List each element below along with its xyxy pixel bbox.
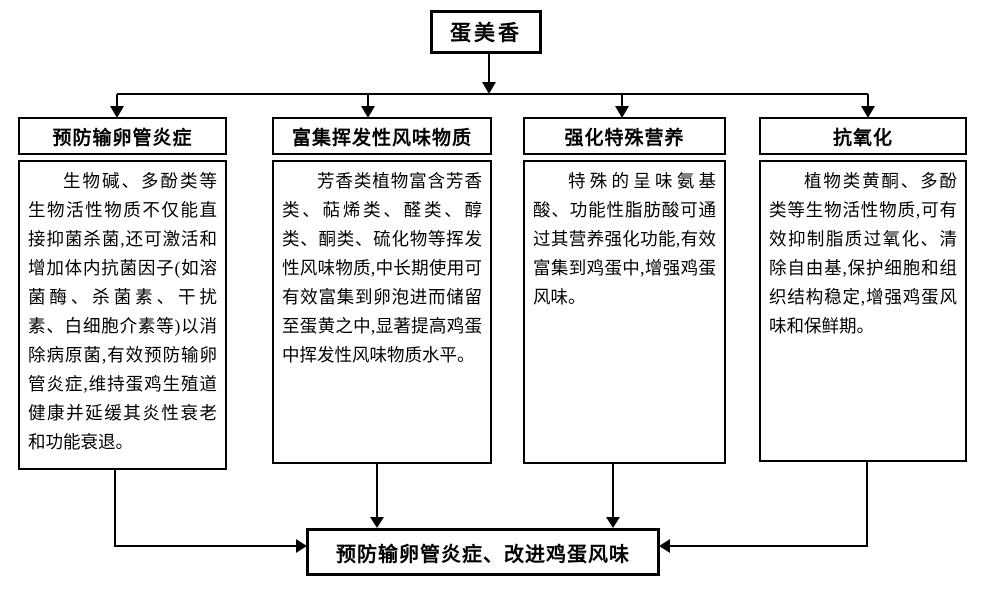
root-node-title: 蛋美香: [430, 10, 542, 54]
branch-1-to-result: [114, 470, 297, 547]
branch-1-header: 预防输卵管炎症: [18, 117, 227, 155]
result-node-title: 预防输卵管炎症、改进鸡蛋风味: [306, 528, 660, 576]
branch-1-body-text: 生物碱、多酚类等生物活性物质不仅能直接抑菌杀菌,还可激活和增加体内抗菌因子(如溶…: [28, 171, 217, 452]
arrowhead-branch-2: [361, 106, 375, 118]
arrowhead-branch-1: [110, 106, 124, 118]
arrowhead-result-right: [659, 539, 670, 553]
arrowhead-result-left: [296, 539, 307, 553]
arrowhead-branch-4: [861, 106, 875, 118]
branch-4-to-result: [669, 462, 868, 547]
branch-1-body: 生物碱、多酚类等生物活性物质不仅能直接抑菌杀菌,还可激活和增加体内抗菌因子(如溶…: [18, 160, 227, 470]
branch-2-header: 富集挥发性风味物质: [272, 117, 492, 155]
branch-3-body-text: 特殊的呈味氨基酸、功能性脂肪酸可通过其营养强化功能,有效富集到鸡蛋中,增强鸡蛋风…: [533, 171, 716, 307]
arrowhead-root: [482, 82, 496, 94]
branch-2-body: 芳香类植物富含芳香类、萜烯类、醛类、醇类、酮类、硫化物等挥发性风味物质,中长期使…: [272, 160, 492, 464]
branch-3-body: 特殊的呈味氨基酸、功能性脂肪酸可通过其营养强化功能,有效富集到鸡蛋中,增强鸡蛋风…: [523, 160, 726, 464]
branch-4-body: 植物类黄酮、多酚类等生物活性物质,可有效抑制脂质过氧化、清除自由基,保护细胞和组…: [759, 160, 967, 462]
branch-3-header: 强化特殊营养: [523, 117, 726, 155]
arrowhead-result-mid-2: [606, 517, 620, 528]
arrowhead-result-mid-1: [370, 517, 384, 528]
branch-2-body-text: 芳香类植物富含芳香类、萜烯类、醛类、醇类、酮类、硫化物等挥发性风味物质,中长期使…: [282, 171, 482, 365]
branch-4-body-text: 植物类黄酮、多酚类等生物活性物质,可有效抑制脂质过氧化、清除自由基,保护细胞和组…: [769, 171, 957, 336]
branch-4-header: 抗氧化: [759, 117, 967, 155]
arrowhead-branch-3: [615, 106, 629, 118]
